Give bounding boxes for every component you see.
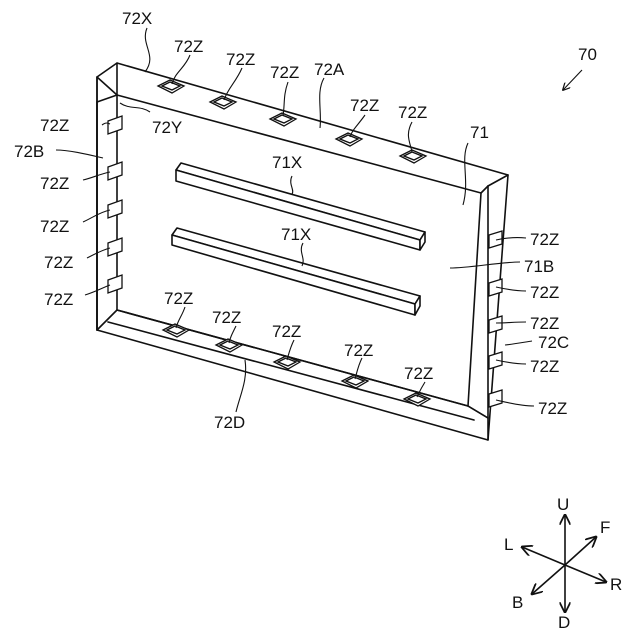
- label-70: 70: [578, 45, 597, 64]
- axis-up-label: U: [557, 495, 569, 514]
- label-72z-bottom-2: 72Z: [212, 308, 241, 327]
- label-72z-right-5: 72Z: [538, 399, 567, 418]
- label-72z-top-1: 72Z: [174, 37, 203, 56]
- direction-compass: U D L R F B: [504, 495, 622, 632]
- axis-right-label: R: [610, 575, 622, 594]
- label-72z-left-3: 72Z: [40, 217, 69, 236]
- label-71x-upper: 71X: [272, 153, 302, 172]
- label-72z-bottom-1: 72Z: [164, 289, 193, 308]
- label-72z-right-3: 72Z: [530, 314, 559, 333]
- label-71b: 71B: [524, 257, 554, 276]
- label-72a: 72A: [314, 60, 345, 79]
- label-72z-bottom-3: 72Z: [272, 322, 301, 341]
- label-72z-top-2: 72Z: [226, 50, 255, 69]
- label-71x-lower: 71X: [281, 225, 311, 244]
- axis-back-label: B: [512, 593, 523, 612]
- label-72x: 72X: [122, 9, 152, 28]
- label-72z-right-4: 72Z: [530, 357, 559, 376]
- label-72z-left-1: 72Z: [40, 116, 69, 135]
- label-72c: 72C: [538, 333, 569, 352]
- label-72z-bottom-4: 72Z: [344, 341, 373, 360]
- axis-down-label: D: [558, 613, 570, 632]
- label-72z-right-1: 72Z: [530, 230, 559, 249]
- label-72d: 72D: [214, 413, 245, 432]
- axis-left-label: L: [504, 535, 513, 554]
- label-72z-left-5: 72Z: [44, 290, 73, 309]
- label-72z-top-5: 72Z: [398, 103, 427, 122]
- label-72b: 72B: [14, 142, 44, 161]
- axis-front-label: F: [600, 518, 610, 537]
- label-72z-right-2: 72Z: [530, 283, 559, 302]
- label-72z-top-3: 72Z: [270, 63, 299, 82]
- label-72y: 72Y: [152, 118, 182, 137]
- label-72z-left-2: 72Z: [40, 174, 69, 193]
- label-72z-bottom-5: 72Z: [404, 364, 433, 383]
- label-72z-top-4: 72Z: [350, 96, 379, 115]
- label-71: 71: [470, 123, 489, 142]
- label-72z-left-4: 72Z: [44, 253, 73, 272]
